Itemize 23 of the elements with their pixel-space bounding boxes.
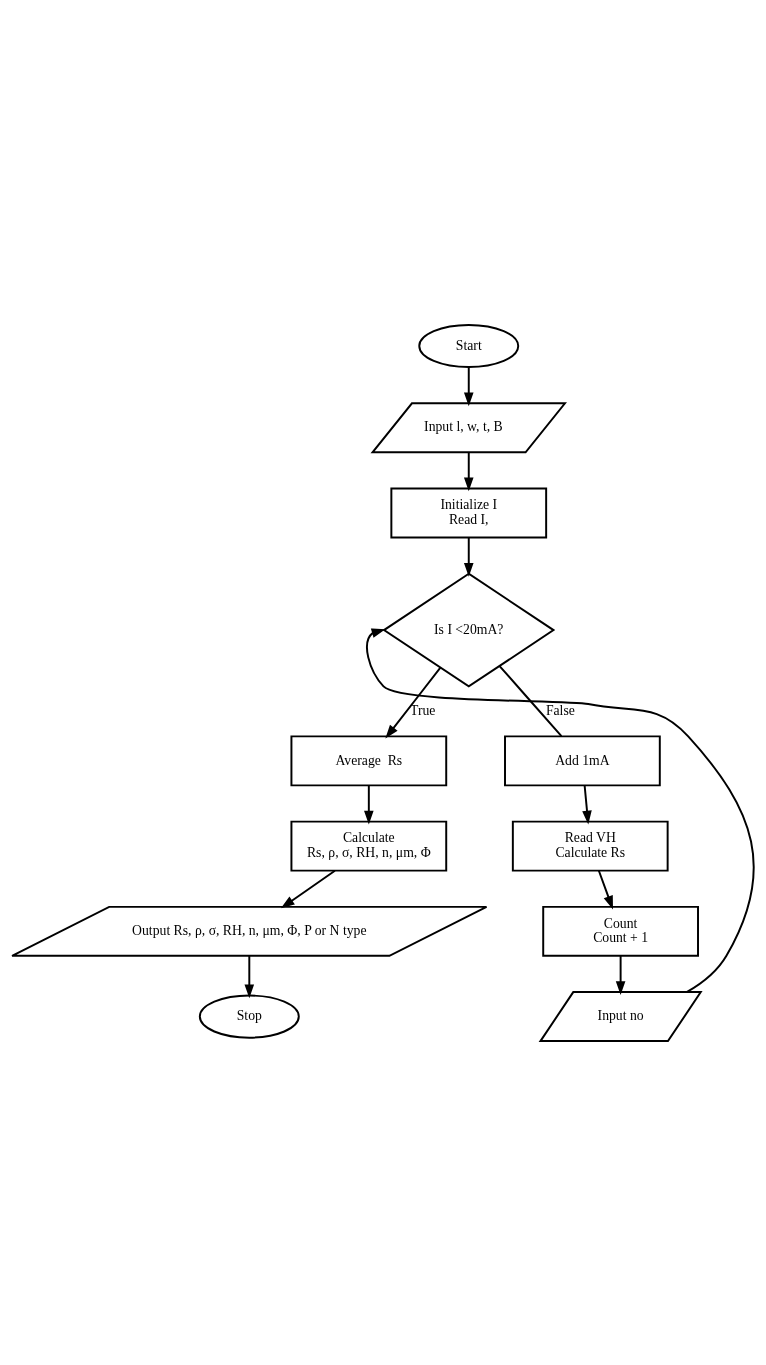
arrow [463, 450, 474, 491]
arrow [463, 536, 474, 577]
edge-label: False [545, 702, 575, 718]
node-box: Add 1mA [504, 734, 661, 786]
connector [498, 664, 563, 737]
node-box: Calculate Rs, ρ, σ, RH, n, μm, Φ [290, 820, 448, 872]
arrow [582, 784, 592, 824]
node-box: Initialize I Read I, [390, 487, 548, 538]
node-box: Read VH Calculate Rs [511, 820, 669, 872]
edge-label: True [410, 702, 436, 718]
arrow [463, 365, 474, 406]
arrow [385, 666, 442, 739]
arrow [364, 784, 374, 824]
node-box: Count Count + 1 [542, 905, 699, 957]
node-box: Average Rs [290, 734, 448, 786]
arrow [597, 869, 613, 909]
node-ellipse: Stop [198, 994, 300, 1039]
arrow [244, 954, 255, 998]
arrow [366, 628, 755, 993]
arrow [615, 954, 626, 995]
arrow [280, 869, 336, 908]
node-ellipse: Start [418, 323, 520, 368]
node-diamond: Is I <20mA? [382, 572, 556, 688]
